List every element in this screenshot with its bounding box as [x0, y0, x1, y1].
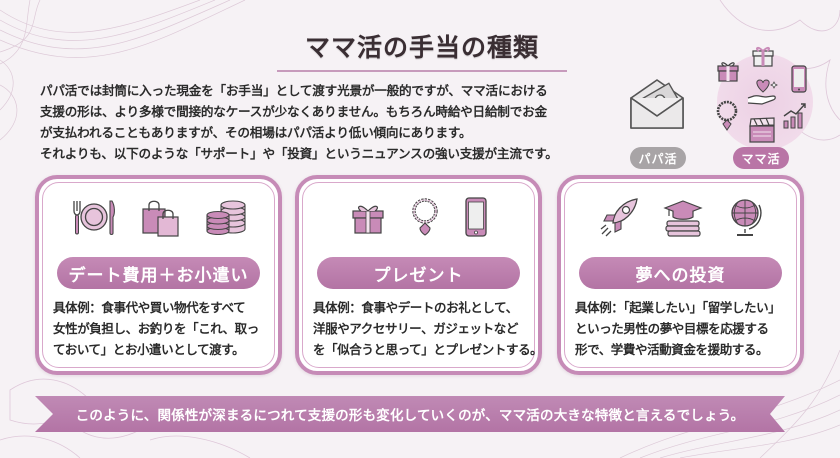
necklace-icon [716, 100, 738, 131]
shopping-bags-icon [141, 200, 179, 237]
smartphone-icon [464, 197, 487, 237]
card-present: プレゼント 具体例：食事やデートのお礼として、 洋服やアクセサリー、ガジェットな… [295, 175, 543, 375]
gift-icon [717, 62, 739, 82]
growth-chart-icon [783, 103, 806, 129]
globe-icon [730, 199, 762, 236]
card-icons [561, 195, 800, 239]
card-icons [299, 195, 538, 239]
card-body-line: 具体例：「起業したい」「留学したい」 [575, 300, 781, 315]
envelope-cash-icon [630, 79, 684, 129]
card-body-line: 具体例：食事代や買い物代をすべて [53, 300, 246, 315]
card-date-expenses: デート費用＋お小遣い 具体例：食事代や買い物代をすべて 女性が負担し、お釣りを「… [35, 175, 282, 375]
rocket-icon [600, 198, 638, 237]
necklace-icon [411, 198, 438, 236]
card-description: 具体例：「起業したい」「留学したい」 といった男性の夢や目標を応援する 形で、学… [575, 297, 792, 360]
summary-banner: このように、関係性が深まるにつれて支援の形も変化していくのが、ママ活の大きな特徴… [35, 396, 785, 432]
mama-katsu-badge: ママ活 [733, 147, 789, 169]
card-body-line: を「似合うと思って」とプレゼントする。 [313, 342, 543, 357]
card-body-line: 女性が負担し、お釣りを「これ、取っ [53, 321, 259, 336]
comparison-illustration: パパ活 ママ活 [600, 34, 840, 169]
card-body-line: ておいて」とお小遣いとして渡す。 [53, 342, 245, 357]
card-dream-investment: 夢への投資 具体例：「起業したい」「留学したい」 といった男性の夢や目標を応援す… [557, 175, 804, 375]
gift-icon [351, 205, 384, 234]
coin-stacks-icon [205, 200, 246, 235]
papa-katsu-badge: パパ活 [630, 147, 686, 169]
intro-line: それよりも、以下のような「サポート」や「投資」というニュアンスの強い支援が主流で… [40, 146, 558, 161]
card-body-line: 形で、学費や活動資金を援助する。 [575, 342, 769, 357]
intro-line: パパ活では封筒に入った現金を「お手当」として渡す光景が一般的ですが、ママ活におけ… [40, 83, 548, 98]
phone-icon [791, 65, 807, 93]
clapperboard-icon [749, 117, 775, 143]
card-icons [39, 195, 278, 239]
intro-line: 支援の形は、より多様で間接的なケースが少なくありません。もちろん時給や日給制でお… [40, 104, 547, 119]
intro-line: が支払われることもありますが、その相場はパパ活より低い傾向にあります。 [40, 125, 472, 140]
heart-hand-icon [747, 79, 778, 105]
card-label: デート費用＋お小遣い [57, 257, 260, 289]
card-description: 具体例：食事代や買い物代をすべて 女性が負担し、お釣りを「これ、取っ ておいて」… [53, 297, 270, 360]
page-title: ママ活の手当の種類 [304, 33, 539, 62]
graduation-books-icon [662, 200, 703, 237]
fork-plate-knife-icon [72, 200, 115, 236]
card-description: 具体例：食事やデートのお礼として、 洋服やアクセサリー、ガジェットなど を「似合… [313, 297, 543, 360]
card-body-line: 洋服やアクセサリー、ガジェットなど [313, 321, 518, 336]
card-body-line: 具体例：食事やデートのお礼として、 [313, 300, 518, 315]
title-underline [277, 70, 567, 72]
gift-box-icon [752, 46, 774, 67]
intro-text: パパ活では封筒に入った現金を「お手当」として渡す光景が一般的ですが、ママ活におけ… [40, 80, 570, 164]
card-label: プレゼント [317, 257, 520, 289]
card-body-line: といった男性の夢や目標を応援する [575, 321, 769, 336]
title-block: ママ活の手当の種類 [277, 28, 567, 72]
card-label: 夢への投資 [579, 257, 782, 289]
